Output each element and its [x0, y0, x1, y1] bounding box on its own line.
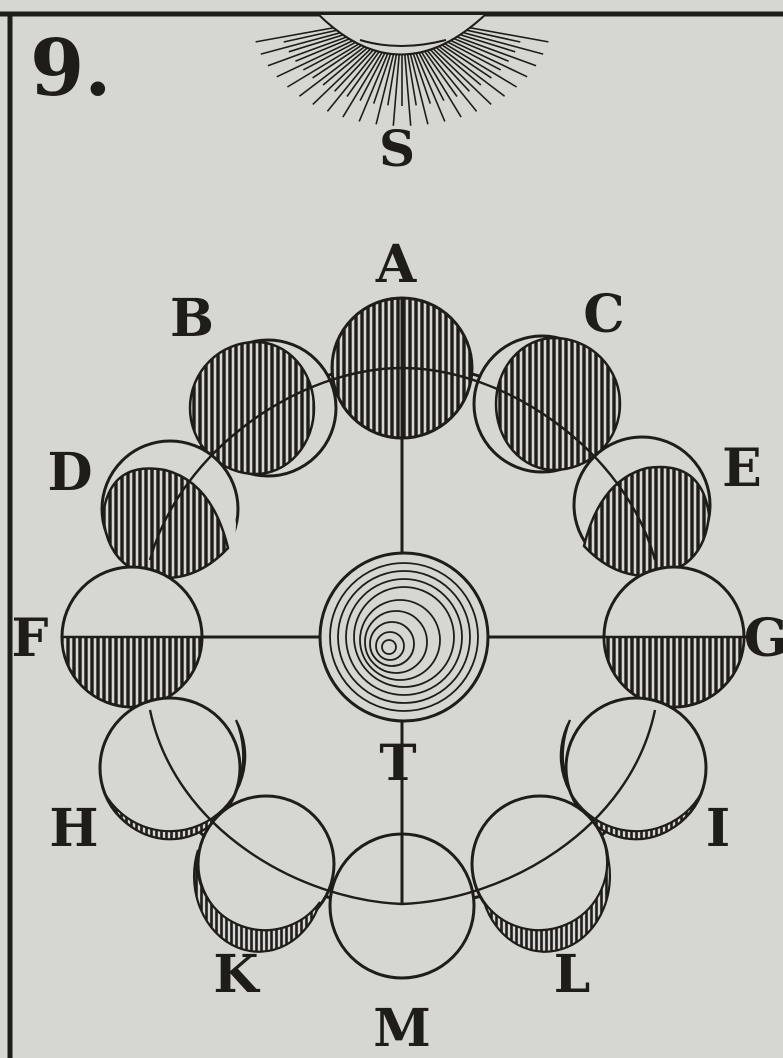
- earth-icon: [320, 553, 488, 721]
- phase-label-G: G: [744, 608, 783, 669]
- phase-label-F: F: [12, 608, 49, 669]
- moon-F: [62, 567, 202, 707]
- phase-label-B: B: [170, 288, 214, 349]
- sun-icon: [256, 14, 549, 126]
- phase-label-E: E: [722, 438, 762, 499]
- moon-G: [604, 567, 744, 707]
- phase-label-D: D: [47, 442, 92, 503]
- phase-label-M: M: [373, 998, 431, 1058]
- moon-L: [472, 796, 610, 952]
- earth-label: T: [379, 733, 416, 792]
- moon-K: [194, 796, 334, 952]
- phase-label-C: C: [583, 284, 624, 345]
- phase-label-H: H: [49, 798, 98, 859]
- figure-number: 9.: [30, 23, 111, 114]
- sun-label: S: [379, 119, 415, 178]
- phase-label-I: I: [706, 798, 730, 859]
- phase-label-A: A: [375, 234, 417, 295]
- phase-label-L: L: [554, 944, 591, 1005]
- phase-label-K: K: [213, 944, 260, 1005]
- moon-M: [330, 834, 474, 978]
